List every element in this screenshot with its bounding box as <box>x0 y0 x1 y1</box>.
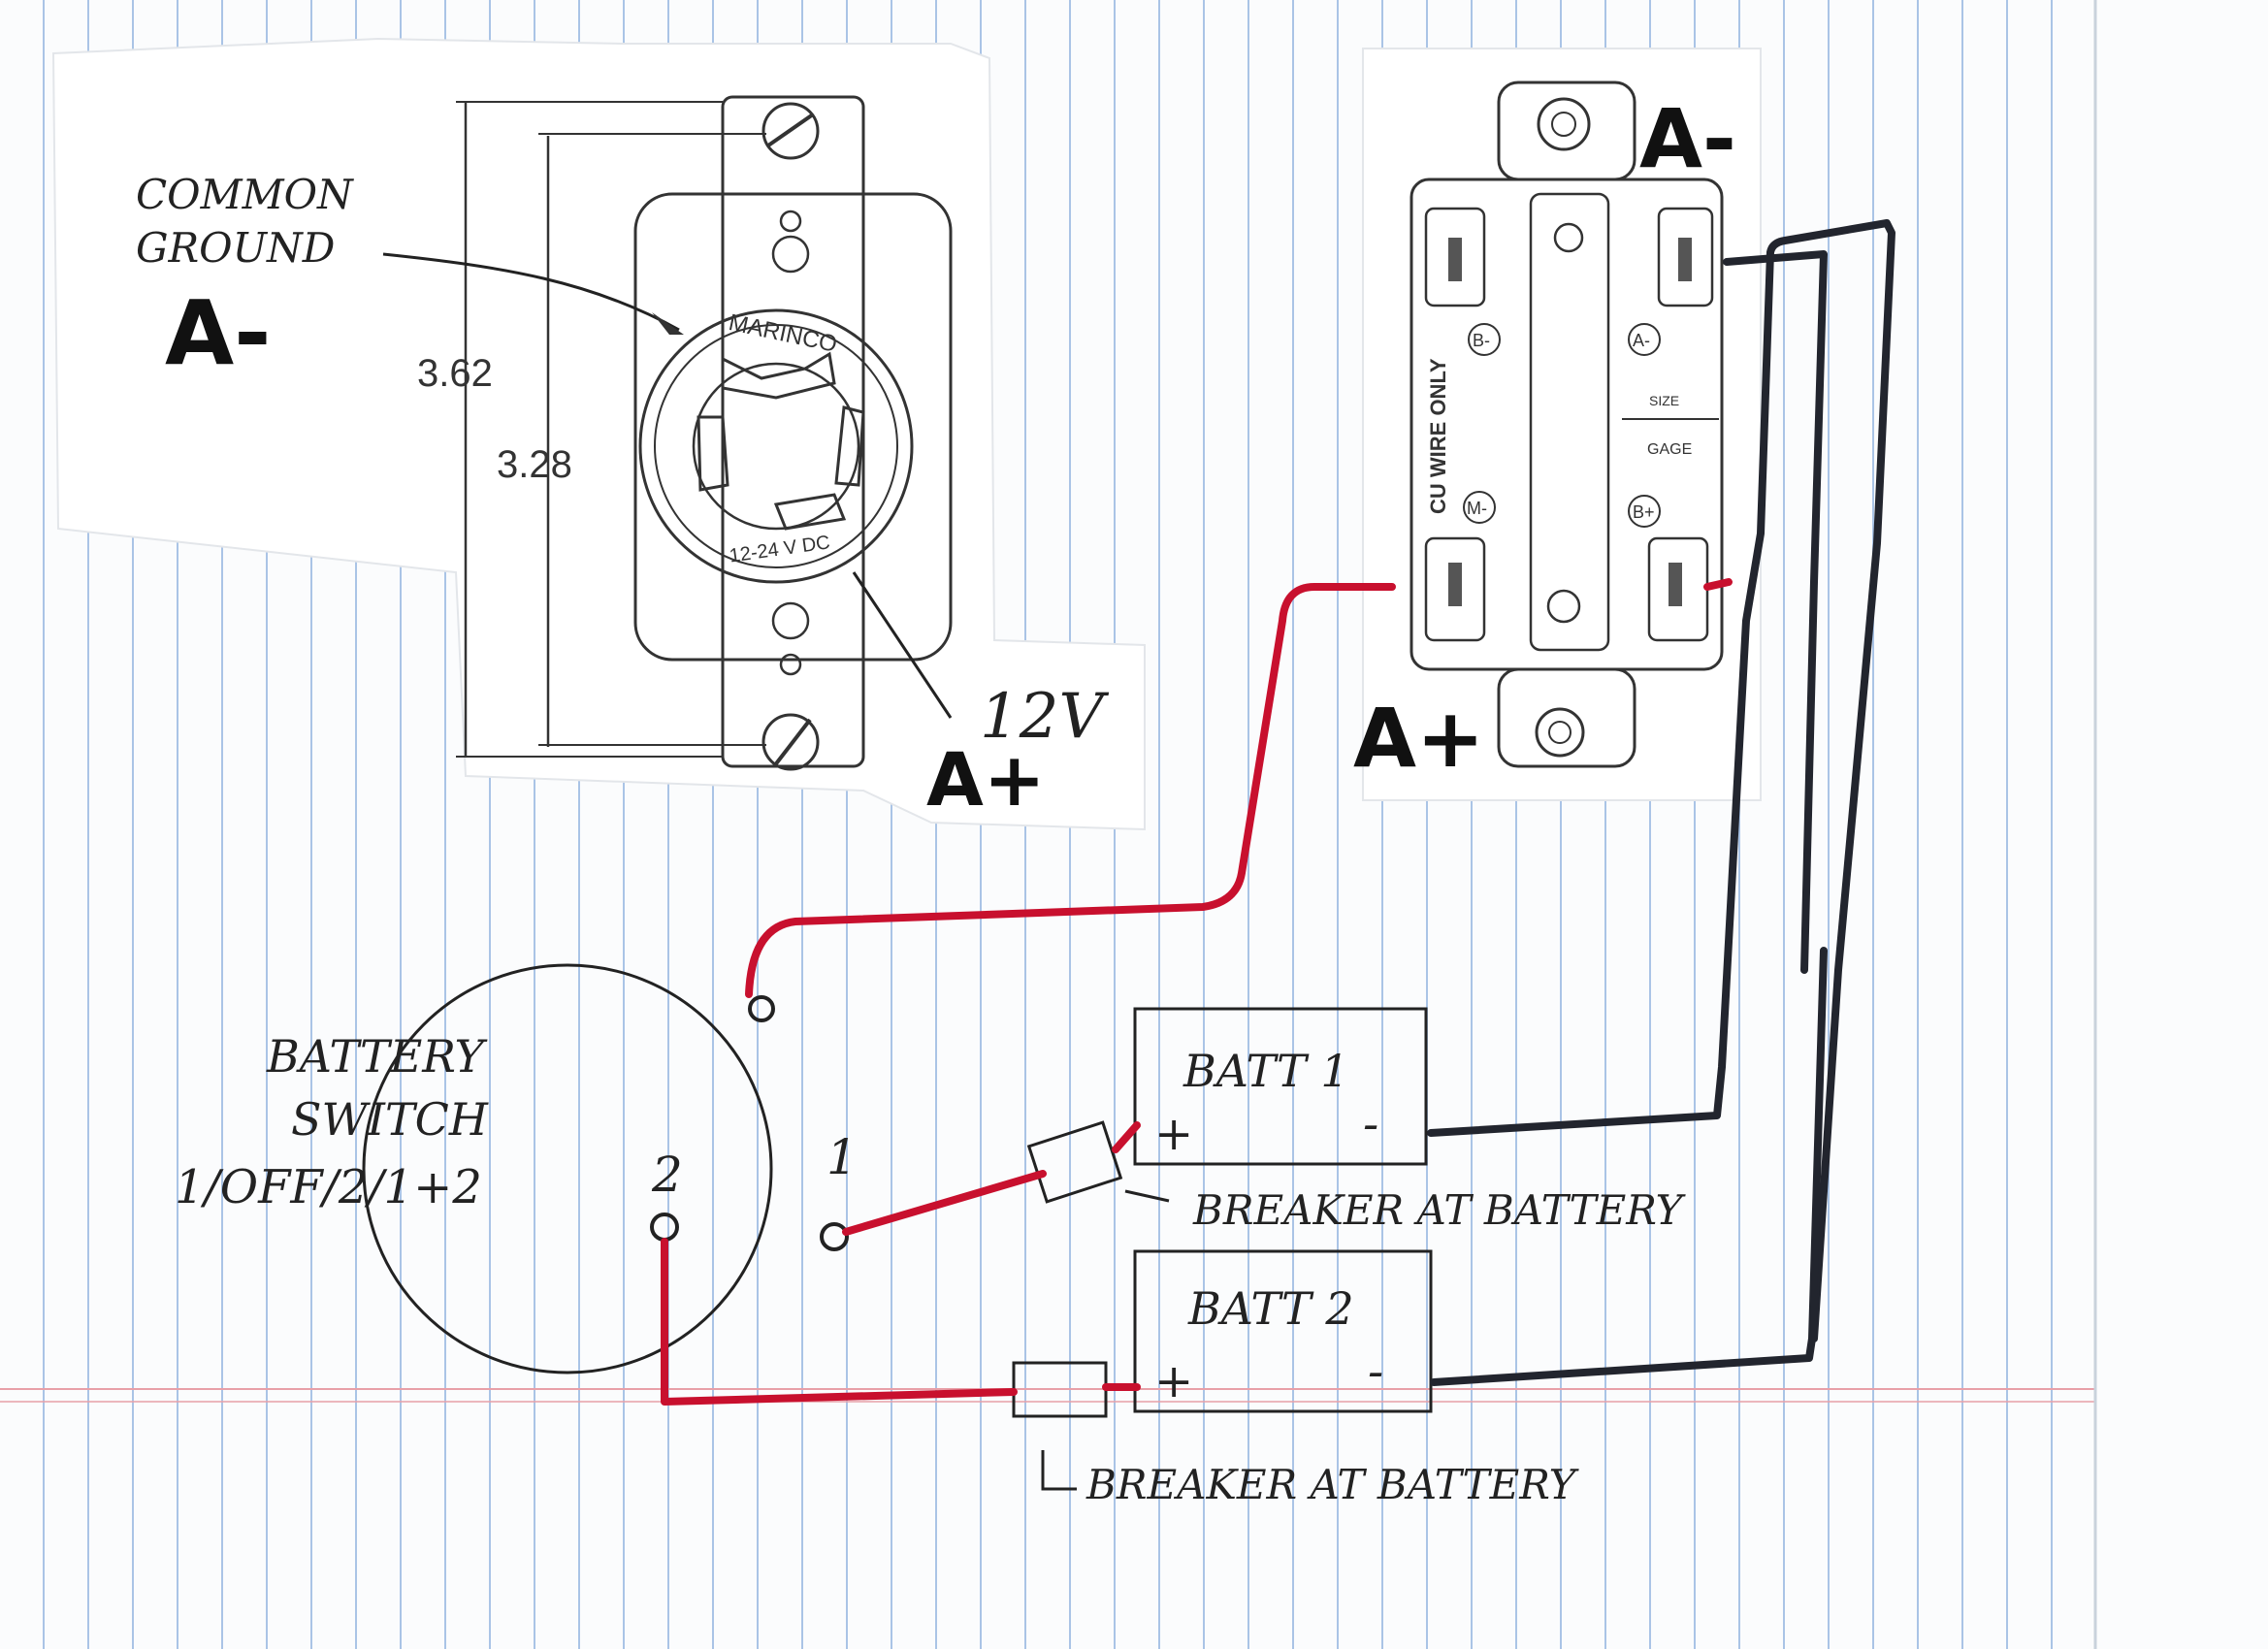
red-wire-breaker1-to-batt1 <box>1112 1121 1141 1153</box>
socket-slot-left <box>697 415 729 492</box>
switch-title-2: SWITCH <box>291 1093 489 1146</box>
top-screw <box>761 102 820 160</box>
terminal-b-plus-screw <box>1669 563 1682 606</box>
battery-1-minus: - <box>1363 1097 1378 1151</box>
socket-slot-right <box>834 405 865 487</box>
clipping-paper-left <box>51 37 1146 831</box>
breaker-2-leader <box>1041 1450 1077 1491</box>
red-mark-b-plus <box>1703 578 1733 591</box>
cu-wire-note: CU WIRE ONLY <box>1426 358 1450 514</box>
red-wires <box>661 578 1733 1406</box>
bottom-screw-slot <box>772 718 812 768</box>
switch-common-post <box>748 995 775 1022</box>
a-plus-label-left: A+ <box>926 736 1046 823</box>
channel-hole-top <box>1553 222 1584 253</box>
switch-body <box>362 963 773 1374</box>
gage-label: GAGE <box>1647 441 1692 458</box>
channel-hole-bottom <box>1546 589 1581 624</box>
b-plus-badge <box>1628 495 1661 528</box>
battery-2-plus: + <box>1154 1354 1193 1408</box>
battery-2-label: BATT 2 <box>1187 1282 1354 1335</box>
ground-arrow <box>382 252 680 332</box>
red-wire-post1-to-batt1 <box>842 1170 1047 1236</box>
terminal-center-channel <box>1529 192 1610 652</box>
terminal-block-body <box>1409 178 1724 671</box>
a-plus-label-right: A+ <box>1353 691 1484 786</box>
plate-hole-4 <box>779 653 802 676</box>
black-wire-batt2-neg <box>1430 947 1828 1386</box>
terminal-b-plus-label: B+ <box>1633 502 1655 522</box>
right-clipping: B- A- M- B+ CU WIRE ONLY SIZE GAGE A- A+ <box>1353 48 1762 801</box>
socket-slot-bottom <box>773 493 847 531</box>
plate-hole-2 <box>771 235 810 274</box>
battery-1-label: BATT 1 <box>1183 1045 1349 1097</box>
twelve-v-label: 12V <box>980 681 1109 753</box>
terminal-a-minus-label: A- <box>1633 331 1650 350</box>
black-wire-a-minus-stub <box>1723 250 1828 974</box>
terminal-b-minus-screw <box>1448 238 1462 281</box>
twelve-v-arrow <box>852 571 953 719</box>
b-minus-badge <box>1468 323 1501 356</box>
clipping-paper-right <box>1362 48 1762 801</box>
switch-post-2 <box>650 1212 679 1242</box>
socket-ring <box>654 324 898 568</box>
socket-inner <box>692 362 860 531</box>
red-wire-post2-to-batt2 <box>661 1238 1018 1406</box>
battery-switch: 1 2 BATTERY SWITCH 1/OFF/2/1+2 <box>175 963 858 1374</box>
ground-arrowhead <box>652 312 684 335</box>
switch-pos-1-label: 1 <box>826 1129 858 1185</box>
dimension-inner: 3.28 <box>497 443 572 486</box>
top-mount-hole <box>1537 97 1591 151</box>
socket-slot-top <box>721 351 836 400</box>
switch-title-1: BATTERY <box>266 1030 489 1083</box>
terminal-m-minus <box>1424 536 1486 642</box>
breaker-1-label: BREAKER AT BATTERY <box>1192 1186 1687 1234</box>
left-clipping: MARINCO 12-24 V DC 3.62 3.28 COMMON GROU… <box>51 37 1146 831</box>
switch-post-1 <box>820 1222 849 1251</box>
switch-pos-2-label: 2 <box>651 1147 683 1203</box>
terminal-b-minus <box>1424 207 1486 307</box>
battery-2-box <box>1133 1249 1433 1413</box>
terminal-a-minus-screw <box>1678 238 1692 281</box>
top-screw-slot <box>766 113 815 147</box>
breaker-2-label: BREAKER AT BATTERY <box>1085 1461 1580 1508</box>
a-minus-badge <box>1628 323 1661 356</box>
gage-size-label: SIZE <box>1649 393 1679 408</box>
switch-modes: 1/OFF/2/1+2 <box>175 1160 482 1214</box>
receptacle-body <box>633 192 953 662</box>
battery-1: BATT 1 + - <box>1133 1007 1428 1166</box>
black-wires <box>1427 219 1895 1386</box>
terminal-m-minus-screw <box>1448 563 1462 606</box>
black-wire-batt1-neg <box>1427 219 1895 1342</box>
m-minus-badge <box>1463 491 1496 524</box>
battery-2: BATT 2 + - <box>1133 1249 1433 1413</box>
terminal-m-minus-label: M- <box>1467 499 1487 518</box>
battery-2-minus: - <box>1368 1344 1383 1399</box>
bottom-mount-hole-inner <box>1548 721 1571 744</box>
bottom-screw <box>761 713 820 771</box>
battery-1-plus: + <box>1154 1107 1193 1161</box>
bottom-mount-hole <box>1535 707 1585 758</box>
common-ground-label-1: COMMON <box>136 171 354 218</box>
breaker-1-leader <box>1124 1189 1170 1203</box>
red-wire-common-to-a-plus <box>745 583 1396 998</box>
terminal-a-minus <box>1657 207 1714 307</box>
a-minus-label-right: A- <box>1639 91 1736 186</box>
dimension-outer: 3.62 <box>417 352 493 395</box>
a-minus-label-left: A- <box>165 281 271 385</box>
plate-hole-3 <box>771 601 810 640</box>
terminal-b-minus-label: B- <box>1473 331 1490 350</box>
battery-1-box <box>1133 1007 1428 1166</box>
socket-outer <box>638 308 914 584</box>
top-mount-hole-inner <box>1551 112 1576 137</box>
common-ground-label-2: GROUND <box>136 224 335 272</box>
breaker-1 <box>1026 1120 1123 1204</box>
plate-hole-1 <box>779 210 802 233</box>
